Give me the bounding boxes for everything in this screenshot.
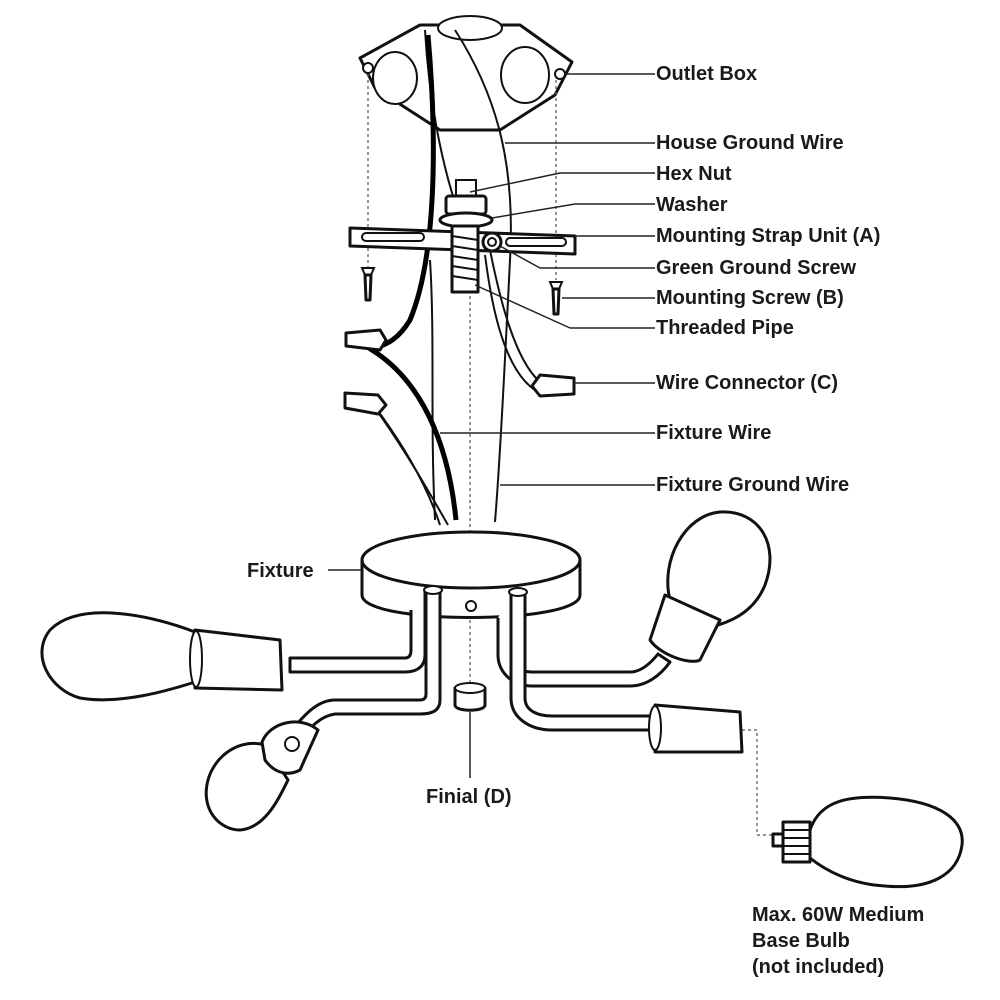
finial — [453, 682, 487, 712]
fixture-ground-wire-path-2 — [484, 254, 536, 391]
bulb-left — [40, 611, 284, 702]
bulb-upper-right — [648, 510, 772, 663]
bulb-lower-left — [204, 720, 320, 832]
label-finial: Finial (D) — [426, 786, 512, 808]
threaded-pipe — [450, 224, 480, 294]
fixture-ground-wire-path — [489, 249, 541, 383]
cord-sleeve-left — [429, 259, 436, 521]
label-bulb-line3: (not included) — [752, 956, 885, 978]
fixture-wire-black — [367, 34, 459, 521]
mounting-screw-right — [548, 281, 564, 316]
fixture-arms — [288, 590, 672, 742]
label-bulb-line1: Max. 60W Medium — [752, 904, 925, 926]
bulb-loose — [771, 795, 964, 889]
label-fixture-wire: Fixture Wire — [656, 422, 772, 444]
label-bulb: Max. 60W Medium Base Bulb (not included) — [752, 902, 924, 980]
hex-nut — [444, 179, 488, 216]
wire-connector-upper-left — [344, 328, 388, 352]
socket-right — [648, 703, 744, 754]
label-washer: Washer — [656, 194, 728, 216]
mounting-screw-left — [360, 267, 376, 302]
wire-connector-lower-left — [343, 391, 388, 416]
label-fixture-ground-wire: Fixture Ground Wire — [656, 474, 850, 496]
cord-sleeve-right — [454, 29, 512, 523]
green-ground-screw — [481, 231, 503, 253]
label-threaded-pipe: Threaded Pipe — [656, 317, 794, 339]
label-mounting-screw: Mounting Screw (B) — [656, 287, 844, 309]
outlet-box — [358, 15, 574, 132]
label-house-ground-wire: House Ground Wire — [656, 132, 844, 154]
label-hex-nut: Hex Nut — [656, 163, 732, 185]
fixture-canopy — [360, 530, 582, 619]
wire-connector-right — [530, 373, 576, 398]
label-wire-connector: Wire Connector (C) — [656, 372, 839, 394]
label-outlet-box: Outlet Box — [656, 63, 758, 85]
label-fixture: Fixture — [247, 560, 314, 582]
label-green-ground-screw: Green Ground Screw — [656, 257, 857, 279]
alignment-line-bulb — [742, 729, 782, 836]
leader-lines — [328, 73, 655, 778]
label-mounting-strap: Mounting Strap Unit (A) — [656, 225, 881, 247]
label-bulb-line2: Base Bulb — [752, 930, 850, 952]
fixture-wire-white-2 — [374, 407, 449, 526]
